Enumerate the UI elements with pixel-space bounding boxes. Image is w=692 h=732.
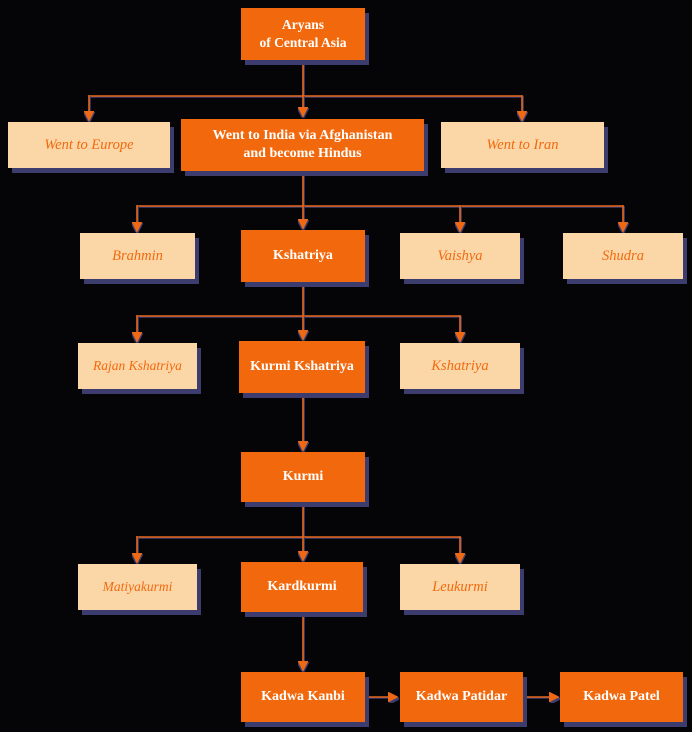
node-label: Brahmin	[112, 247, 163, 264]
node-label: Went to India via Afghanistan and become…	[212, 127, 393, 161]
node-went-to-europe: Went to Europe	[8, 122, 170, 168]
node-shudra: Shudra	[563, 233, 683, 279]
node-label: Shudra	[602, 247, 644, 264]
node-brahmin: Brahmin	[80, 233, 195, 279]
node-kadwa-patel: Kadwa Patel	[560, 672, 683, 722]
node-matiyakurmi: Matiyakurmi	[78, 564, 197, 610]
node-label: Went to Europe	[44, 136, 134, 153]
node-label: Kadwa Patidar	[415, 688, 508, 704]
node-label: Went to Iran	[486, 136, 559, 153]
node-label: Kshatriya	[431, 357, 489, 374]
node-kshatriya-2: Kshatriya	[400, 343, 520, 389]
node-aryans: Aryans of Central Asia	[241, 8, 365, 60]
node-went-to-iran: Went to Iran	[441, 122, 604, 168]
node-leukurmi: Leukurmi	[400, 564, 520, 610]
node-label: Vaishya	[437, 247, 483, 264]
node-label: Kadwa Patel	[583, 688, 660, 704]
node-kardkurmi: Kardkurmi	[241, 562, 363, 612]
node-label: Kurmi Kshatriya	[250, 358, 354, 374]
node-kurmi-kshatriya: Kurmi Kshatriya	[239, 341, 365, 393]
node-went-to-india: Went to India via Afghanistan and become…	[181, 119, 424, 171]
node-kadwa-kanbi: Kadwa Kanbi	[241, 672, 365, 722]
node-label: Rajan Kshatriya	[93, 358, 182, 374]
node-vaishya: Vaishya	[400, 233, 520, 279]
node-label: Kadwa Kanbi	[261, 688, 345, 704]
edge-group	[89, 59, 623, 697]
node-label: Aryans of Central Asia	[259, 17, 347, 50]
node-label: Leukurmi	[432, 578, 488, 595]
node-rajan-kshatriya: Rajan Kshatriya	[78, 343, 197, 389]
node-label: Kshatriya	[273, 247, 333, 263]
node-label: Kurmi	[282, 468, 324, 484]
node-kadwa-patidar: Kadwa Patidar	[400, 672, 523, 722]
node-kurmi: Kurmi	[241, 452, 365, 502]
node-label: Matiyakurmi	[102, 579, 173, 595]
node-kshatriya: Kshatriya	[241, 230, 365, 282]
node-label: Kardkurmi	[267, 578, 337, 594]
